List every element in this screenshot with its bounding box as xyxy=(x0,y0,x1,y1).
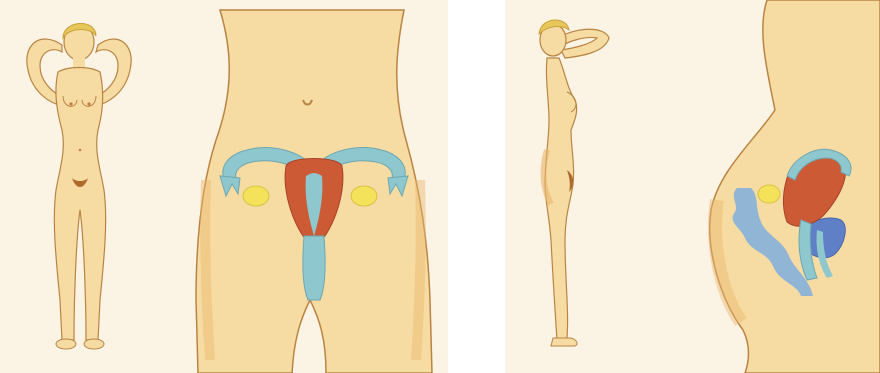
side-view-drawing xyxy=(505,0,880,373)
standing-woman-front-icon xyxy=(27,23,131,349)
side-view-panel xyxy=(505,0,880,373)
front-view-drawing xyxy=(0,0,448,373)
standing-woman-side-icon xyxy=(539,20,609,346)
front-view-panel xyxy=(0,0,448,373)
panel-gutter xyxy=(448,0,505,373)
